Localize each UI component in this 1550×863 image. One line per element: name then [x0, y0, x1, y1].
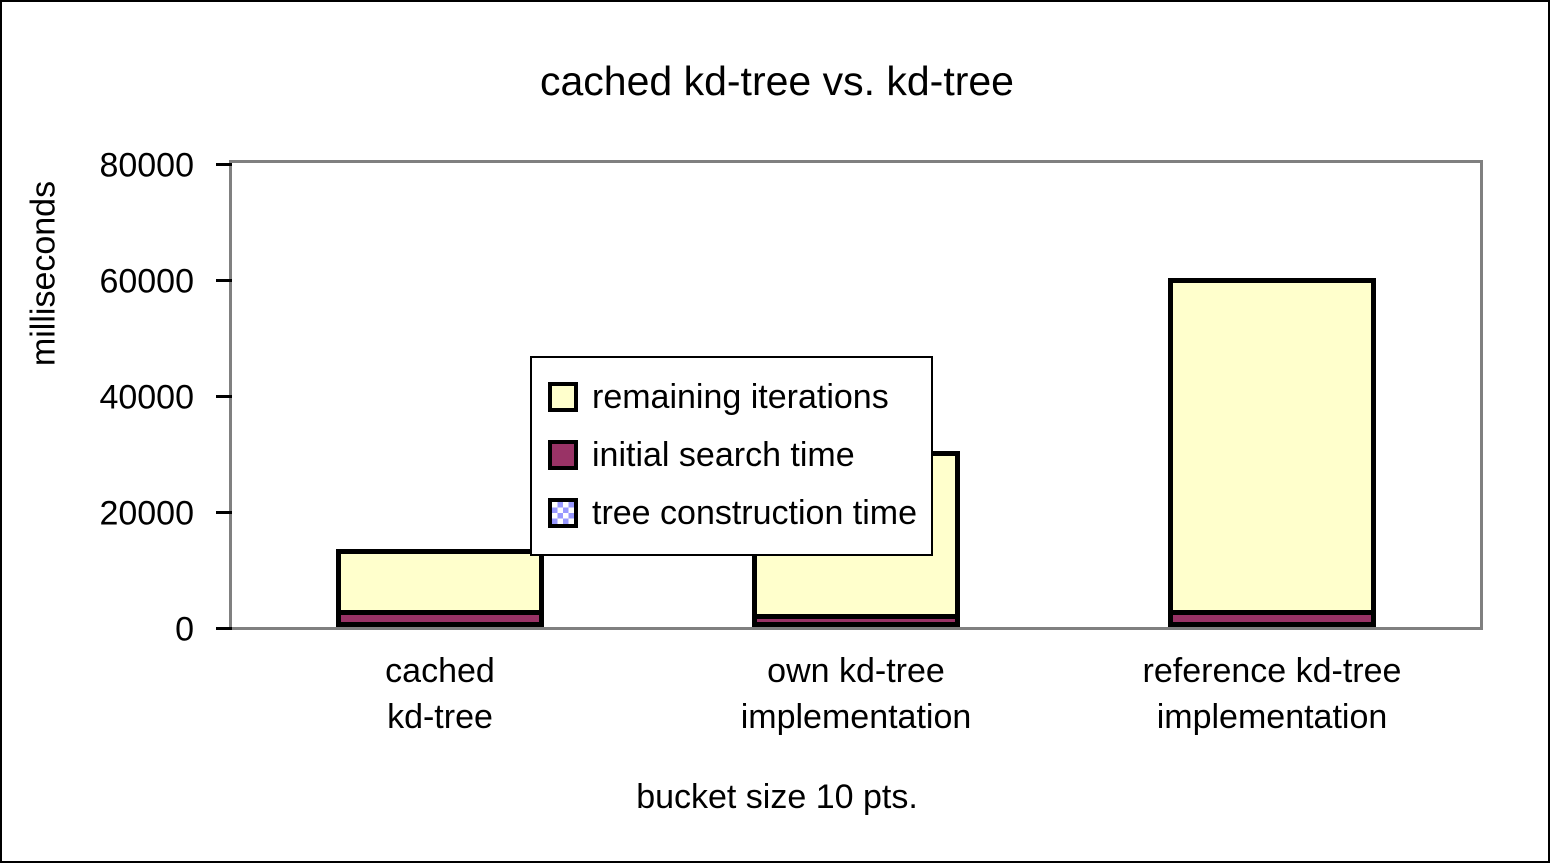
bar-segment-initial-search-time-0[interactable] [336, 610, 544, 627]
x-category-label-0-line-1: kd-tree [387, 698, 493, 736]
x-axis-title: bucket size 10 pts. [636, 778, 918, 816]
bar-segment-remaining-iterations-2[interactable] [1168, 278, 1376, 611]
legend-label-initial-search-time: initial search time [592, 435, 855, 474]
legend-label-remaining-iterations: remaining iterations [592, 377, 889, 416]
bar-slot-reference-kd-tree-implementation [1064, 163, 1480, 627]
x-category-label-1-line-0: own kd-tree [767, 652, 945, 690]
x-category-label-2-line-0: reference kd-tree [1142, 652, 1402, 690]
y-tick-2: 40000 [99, 379, 232, 417]
y-tick-3: 60000 [99, 263, 232, 301]
x-category-label-1-line-1: implementation [740, 698, 972, 736]
y-tick-label-3: 60000 [99, 262, 194, 301]
x-category-label-0: cached kd-tree [232, 648, 648, 740]
bar-segment-remaining-iterations-0[interactable] [336, 549, 544, 611]
y-tick-4: 80000 [99, 147, 232, 185]
y-tick-0: 0 [175, 611, 232, 649]
legend-label-tree-construction-time: tree construction time [592, 493, 918, 532]
x-category-label-2-line-1: implementation [1156, 698, 1388, 736]
tree-construction-time-swatch-icon [548, 498, 578, 528]
bar-segment-initial-search-time-1[interactable] [752, 614, 960, 627]
y-tick-label-4: 80000 [99, 146, 194, 185]
bar-slot-cached-kd-tree [232, 163, 648, 627]
chart-title: cached kd-tree vs. kd-tree [540, 58, 1014, 104]
initial-search-time-swatch-icon [548, 440, 578, 470]
y-tick-label-2: 40000 [99, 378, 194, 417]
legend-item-remaining-iterations[interactable]: remaining iterations [548, 368, 917, 426]
chart-legend: remaining iterations initial search time… [530, 356, 934, 556]
bar-stack-2[interactable] [1168, 278, 1376, 627]
remaining-iterations-swatch-icon [548, 382, 578, 412]
y-tick-label-1: 20000 [99, 494, 194, 533]
plot-area: 0 20000 40000 60000 80000 [99, 147, 1483, 649]
x-category-label-0-line-0: cached [385, 652, 495, 690]
y-tick-1: 20000 [99, 495, 232, 533]
x-axis-line [232, 627, 1480, 630]
legend-item-initial-search-time[interactable]: initial search time [548, 426, 917, 484]
y-axis-title: milliseconds [24, 180, 63, 367]
x-category-label-1: own kd-tree implementation [648, 648, 1064, 740]
bar-stack-0[interactable] [336, 549, 544, 627]
y-tick-label-0: 0 [175, 610, 194, 649]
x-category-label-2: reference kd-tree implementation [1064, 648, 1480, 740]
bar-segment-initial-search-time-2[interactable] [1168, 610, 1376, 627]
legend-item-tree-construction-time[interactable]: tree construction time [548, 484, 917, 542]
